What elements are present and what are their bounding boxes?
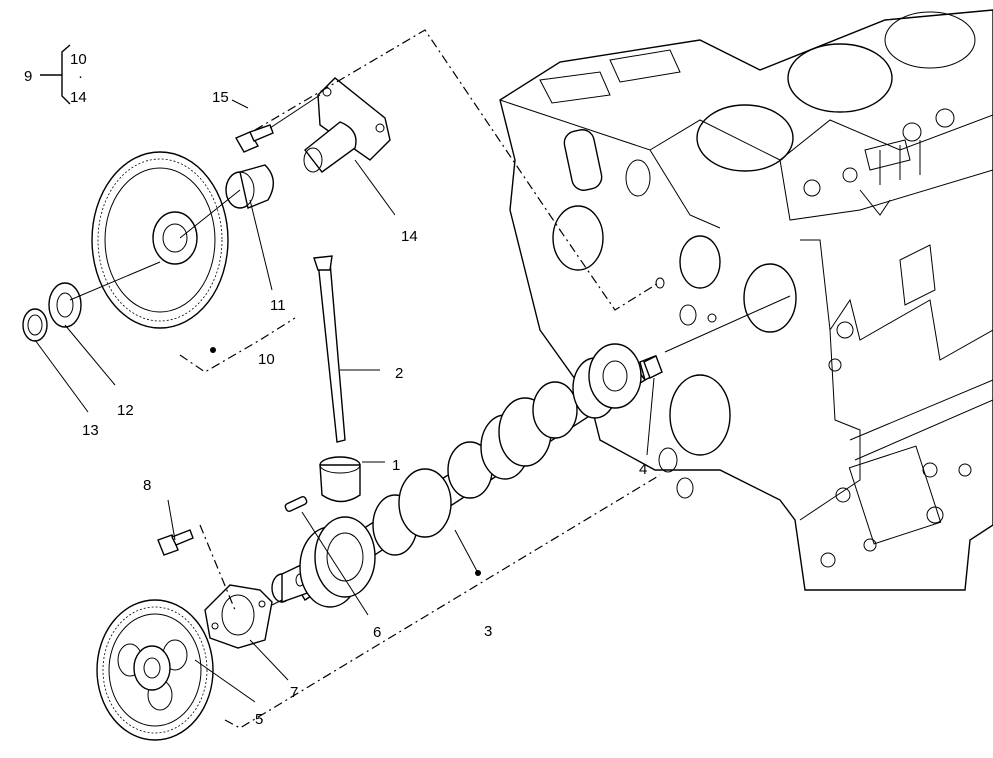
callout-14: 14 xyxy=(401,228,418,245)
cylinder-bore xyxy=(884,11,976,69)
tappet xyxy=(319,456,361,503)
cylinder-bore xyxy=(696,104,794,172)
callout-labels: 9 10 · 14 1 2 3 4 5 6 7 8 10 11 12 13 14… xyxy=(24,51,647,728)
callout-3: 3 xyxy=(484,623,492,640)
bushing xyxy=(225,164,274,209)
callout-2: 2 xyxy=(395,365,403,382)
camshaft-bore xyxy=(743,263,797,333)
callout-8: 8 xyxy=(143,477,151,494)
bracket-range-dot: · xyxy=(78,68,83,85)
callout-6: 6 xyxy=(373,624,381,641)
circlip xyxy=(22,308,48,342)
idler-gear xyxy=(91,151,229,353)
bracket-range-start: 10 xyxy=(70,51,87,68)
camshaft xyxy=(271,343,661,608)
callout-11: 11 xyxy=(270,297,286,314)
callout-10: 10 xyxy=(258,351,275,368)
bracket-group-label: 9 xyxy=(24,68,32,85)
callout-4: 4 xyxy=(639,461,647,478)
bolt-15 xyxy=(235,124,274,153)
cylinder-bore xyxy=(787,43,893,113)
callout-12: 12 xyxy=(117,402,134,419)
pushrod xyxy=(313,255,346,443)
bracket-range-end: 14 xyxy=(70,89,87,106)
key-pin xyxy=(284,496,308,512)
thrust-washer xyxy=(48,282,82,328)
callout-7: 7 xyxy=(290,684,298,701)
cam-gear xyxy=(96,599,214,741)
thrust-plate xyxy=(204,584,273,649)
callout-15: 15 xyxy=(212,89,229,106)
callout-1: 1 xyxy=(392,457,400,474)
leader-lines xyxy=(34,29,791,729)
engine-block xyxy=(499,9,993,591)
dowel-pin xyxy=(643,355,663,379)
idler-shaft xyxy=(303,77,391,173)
callout-13: 13 xyxy=(82,422,99,439)
bolt-8 xyxy=(157,529,194,556)
callout-dot xyxy=(210,347,216,353)
callout-5: 5 xyxy=(255,711,263,728)
